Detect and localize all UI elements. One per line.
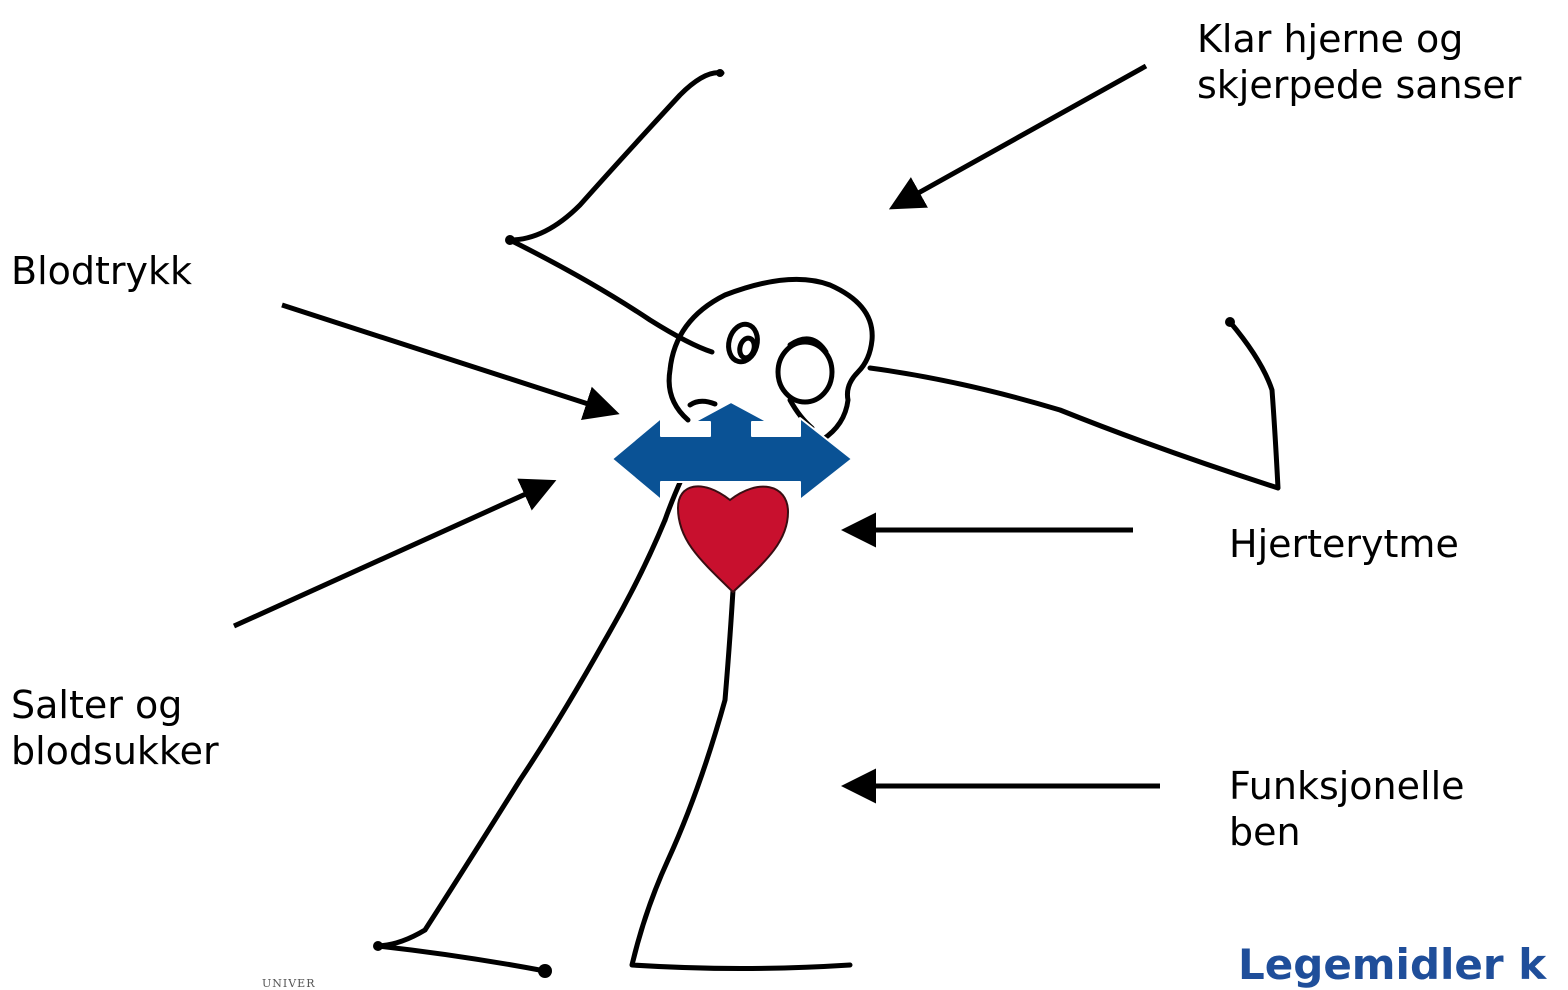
footer-title: Legemidler k [1238,940,1546,989]
salts-label: Salter og blodsukker [11,682,219,774]
brain-label: Klar hjerne og skjerpede sanser [1197,16,1521,108]
right-leg [632,590,850,969]
blood-pressure-label: Blodtrykk [11,248,192,294]
brain-pointer-arrow [895,66,1146,206]
brain-label-line-1: Klar hjerne og [1197,16,1521,62]
university-logo-text: UNIVER [262,977,316,990]
pressure-arrow [612,402,852,500]
salts-label-line-1: Salter og [11,682,219,728]
legs-label-line-2: ben [1229,809,1465,855]
brain-label-line-2: skjerpede sanser [1197,62,1521,108]
salts-pointer-arrow [234,483,550,626]
left-arm [510,73,722,352]
legs-label: Funksjonelle ben [1229,763,1465,855]
heart-rhythm-label: Hjerterytme [1229,521,1459,567]
blood-pressure-pointer-arrow [282,305,613,412]
legs-label-line-1: Funksjonelle [1229,763,1465,809]
right-arm [870,322,1278,488]
left-leg [378,520,665,971]
heart-shape [678,486,788,592]
salts-label-line-2: blodsukker [11,728,219,774]
